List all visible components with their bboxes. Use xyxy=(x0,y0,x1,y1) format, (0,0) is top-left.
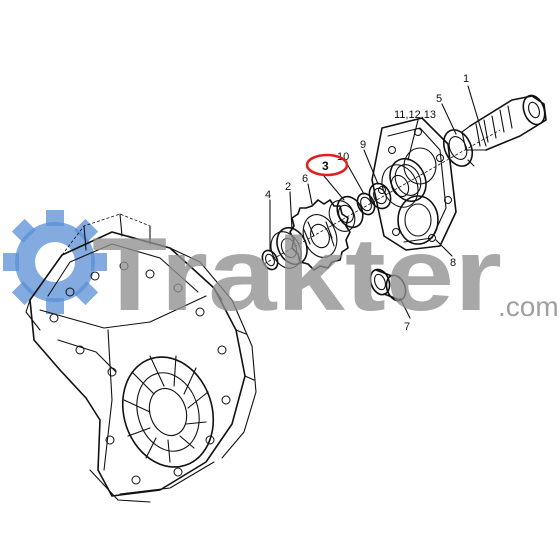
callout-11-12-13: 11,12,13 xyxy=(394,109,436,121)
bearing-11-12-13 xyxy=(381,158,427,208)
ring-10 xyxy=(356,192,376,216)
callout-4: 4 xyxy=(265,189,271,201)
watermark-brand: Trakter xyxy=(92,217,502,333)
cover-plate-8 xyxy=(371,117,457,251)
shaft-1 xyxy=(461,94,547,151)
highlight-ring xyxy=(305,153,349,177)
callout-6: 6 xyxy=(302,173,308,185)
callout-5: 5 xyxy=(436,93,442,105)
bushing-7 xyxy=(369,268,407,302)
callout-8: 8 xyxy=(450,257,456,269)
callout-9: 9 xyxy=(360,139,366,151)
gearbox-housing xyxy=(25,213,257,503)
callout-7: 7 xyxy=(404,321,410,333)
assembly-axis xyxy=(263,129,501,265)
callout-2: 2 xyxy=(285,181,291,193)
ring-9 xyxy=(368,182,392,210)
leader-lines xyxy=(269,85,487,319)
seal-ring-5 xyxy=(439,129,475,167)
bearing-2 xyxy=(270,226,308,269)
callout-1: 1 xyxy=(463,73,469,85)
watermark-suffix: .com xyxy=(498,291,559,322)
callout-3: 3 xyxy=(322,159,329,173)
